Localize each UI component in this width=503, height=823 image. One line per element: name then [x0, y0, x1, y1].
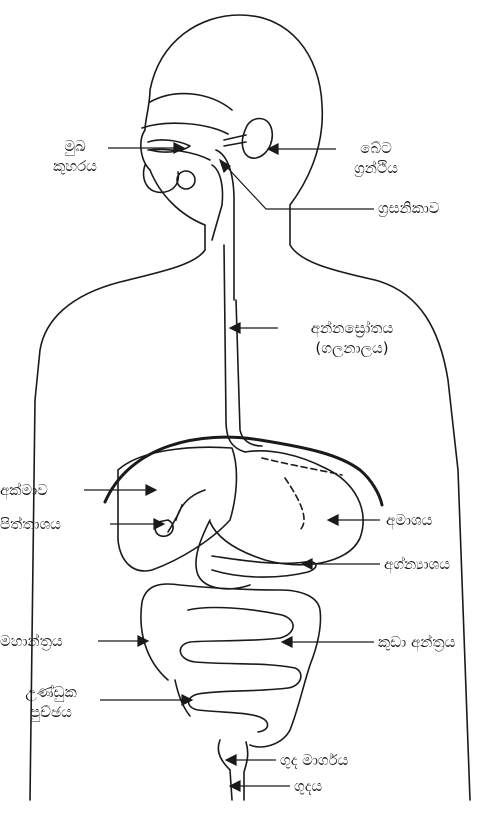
esophagus-arrowhead: [230, 323, 240, 333]
small-intestine: [180, 608, 301, 732]
salivary-label-line1: බේට: [330, 138, 422, 158]
salivary-gland: [242, 119, 272, 159]
esophagus: [224, 245, 262, 452]
liver-arrowhead: [146, 485, 156, 495]
liver-label: අක්මාව: [0, 480, 48, 500]
appendix-label: උණ්ඩුක පුච්ඡය: [6, 682, 96, 722]
large-intestine-label: මහාන්ත්‍රය: [0, 631, 63, 651]
anus-label: ගුදය: [294, 776, 322, 796]
pancreas-label: අග්න්‍යාශය: [384, 554, 450, 574]
rectum: [218, 740, 247, 800]
esophagus-label: අන්නස්‍රෝතය (ගලනාලය): [282, 318, 422, 358]
small-intestine-label: කුඩා අන්ත්‍රය: [378, 632, 455, 652]
liver: [118, 447, 236, 571]
stomach-arrowhead: [328, 515, 338, 525]
body-outline: [30, 15, 470, 800]
small-intestine-arrowhead: [282, 637, 292, 647]
face-cavity-outline: [142, 94, 232, 160]
mouth-label: මුඛ කුහරය: [42, 136, 108, 176]
mouth-label-line1: මුඛ: [42, 136, 108, 156]
stomach-label: අමාශය: [386, 510, 432, 530]
appendix-label-line1: උණ්ඩුක: [6, 682, 96, 702]
esophagus-label-line2: (ගලනාලය): [282, 338, 422, 358]
salivary-label-line2: ග්‍රන්ථිය: [330, 158, 422, 178]
pharynx-label: ග්‍රසනිකාව: [378, 198, 440, 218]
esophagus-label-line1: අන්නස්‍රෝතය: [282, 318, 422, 338]
salivary-gland-label: බේට ග්‍රන්ථිය: [330, 138, 422, 178]
pharynx-arrowhead: [220, 160, 230, 172]
pharynx-outline: [212, 150, 234, 300]
gallbladder-label: පිත්තාශය: [0, 514, 61, 534]
rectum-label: ගුද මාර්ගය: [280, 750, 348, 770]
duodenum: [196, 520, 250, 589]
rectum-arrowhead: [226, 755, 236, 765]
mouth-label-line2: කුහරය: [42, 156, 108, 176]
pancreas-arrowhead: [302, 559, 312, 569]
appendix-label-line2: පුච්ඡය: [6, 702, 96, 722]
jaw-ring: [177, 171, 195, 189]
